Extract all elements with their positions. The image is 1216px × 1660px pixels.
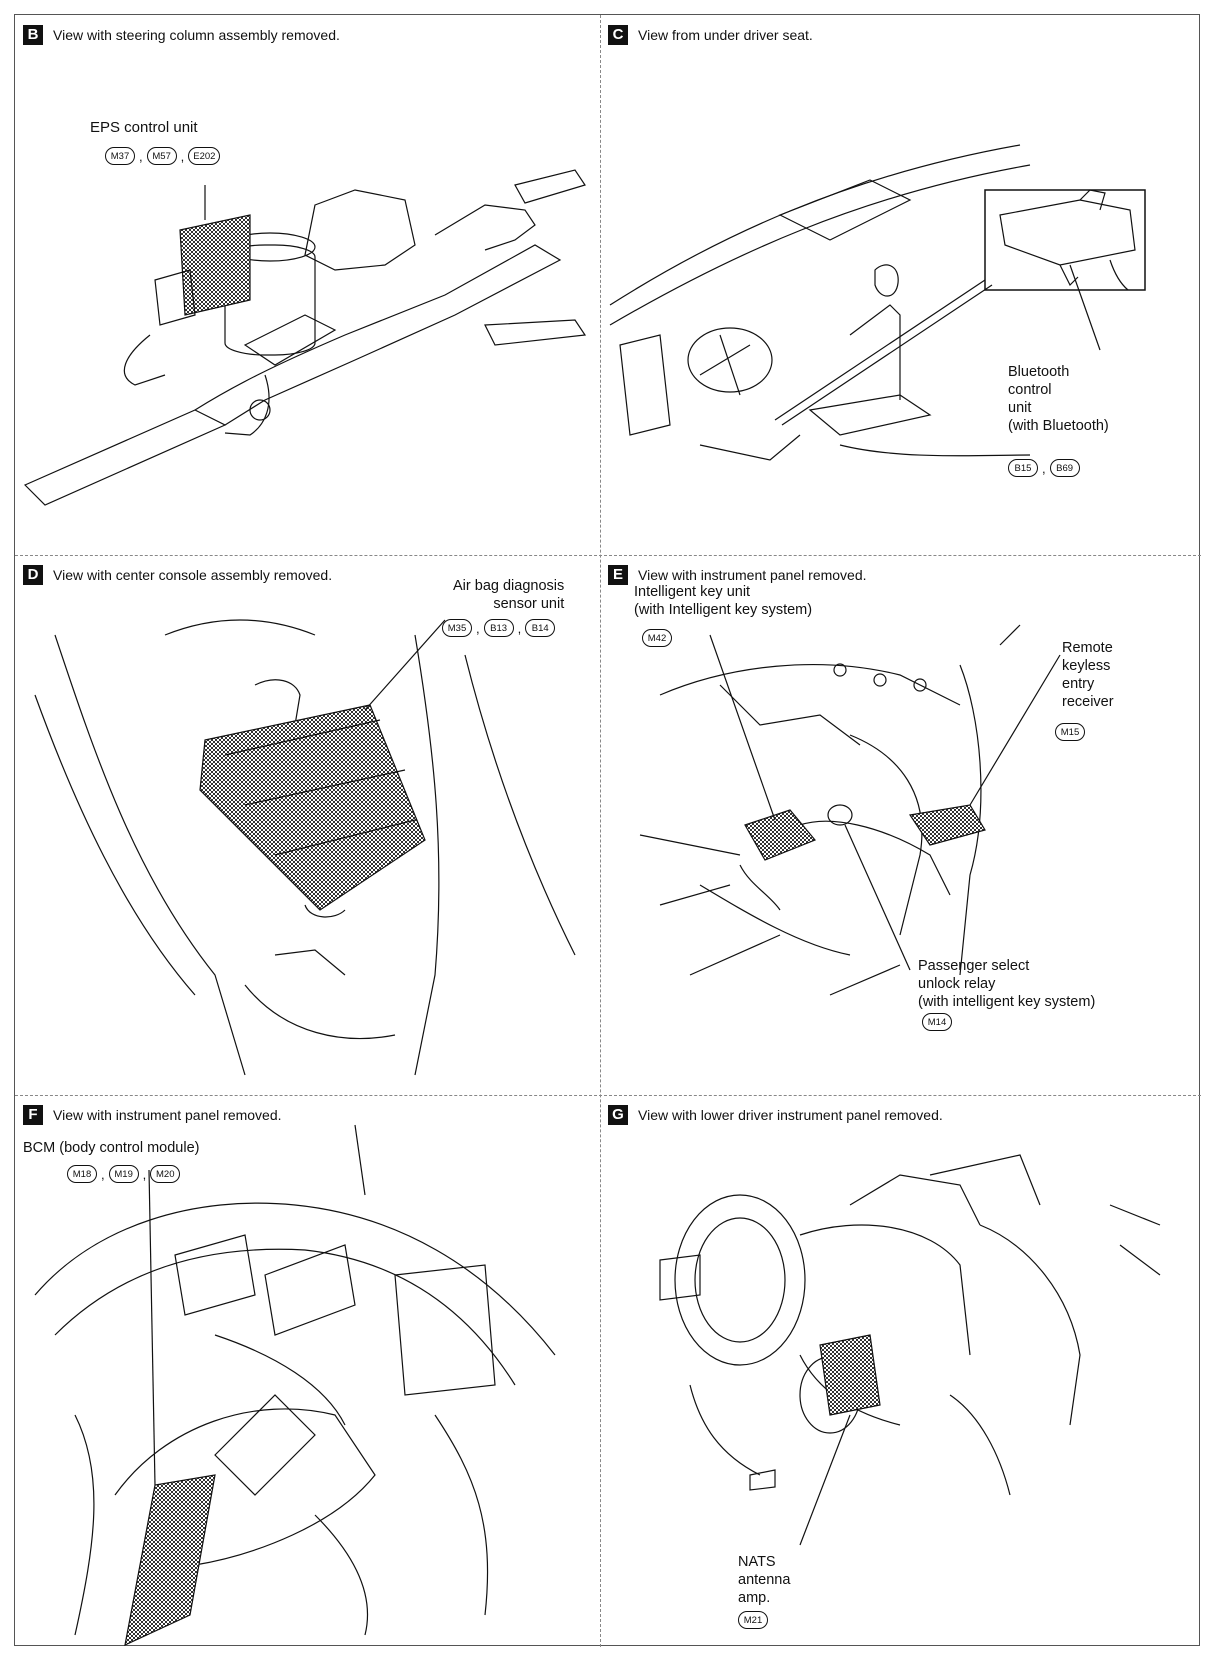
- panel-f: F View with instrument panel removed. BC…: [15, 1095, 600, 1647]
- connector-badge: B15: [1008, 459, 1038, 477]
- column-separator: [600, 15, 601, 1647]
- panel-d-title: View with center console assembly remove…: [53, 567, 333, 583]
- panel-e-header: E View with instrument panel removed.: [608, 565, 867, 585]
- center-console-illustration: [15, 555, 600, 1095]
- panel-e-letter: E: [608, 565, 628, 585]
- panel-g-connectors: M21: [738, 1611, 768, 1629]
- airbag-leader-line: [365, 620, 445, 710]
- panel-b-connectors: M37, M57, E202: [105, 147, 221, 165]
- remote-keyless-leader-line: [970, 655, 1060, 805]
- airbag-sensor-unit-label: Air bag diagnosis sensor unit: [453, 578, 565, 612]
- panel-b-letter: B: [23, 25, 43, 45]
- connector-badge: M57: [146, 147, 177, 165]
- diagram-sheet: B View with steering column assembly rem…: [14, 14, 1201, 1647]
- panel-b-title: View with steering column assembly remov…: [53, 27, 340, 43]
- connector-badge: B13: [483, 619, 514, 637]
- eps-control-unit-label: EPS control unit: [90, 119, 198, 136]
- panel-f-connectors: M18, M19, M20: [67, 1165, 181, 1183]
- nats-antenna-illustration: [600, 1095, 1201, 1647]
- panel-f-header: F View with instrument panel removed.: [23, 1105, 282, 1125]
- panel-e-connectors-3: M14: [922, 1013, 952, 1031]
- connector-badge: M42: [642, 629, 672, 647]
- steering-column-illustration: [15, 15, 600, 555]
- panel-g-header: G View with lower driver instrument pane…: [608, 1105, 943, 1125]
- bluetooth-leader-line: [1070, 265, 1100, 350]
- panel-c-letter: C: [608, 25, 628, 45]
- connector-badge: M37: [105, 147, 135, 165]
- panel-c: C View from under driver seat. Bluetooth…: [600, 15, 1201, 555]
- connector-badge: B69: [1049, 459, 1080, 477]
- connector-badge: M15: [1055, 723, 1085, 741]
- connector-badge: M14: [922, 1013, 952, 1031]
- connector-badge: M18: [67, 1165, 97, 1183]
- panel-b-header: B View with steering column assembly rem…: [23, 25, 340, 45]
- intelligent-key-leader-line: [710, 635, 775, 820]
- connector-badge: M19: [108, 1165, 139, 1183]
- bcm-leader-line: [149, 1170, 155, 1485]
- panel-e-title: View with instrument panel removed.: [638, 567, 867, 583]
- passenger-relay-leader-line: [845, 825, 910, 970]
- panel-d-letter: D: [23, 565, 43, 585]
- connector-badge: B14: [525, 619, 556, 637]
- row-separator-2: [15, 1095, 1201, 1096]
- instrument-panel-illustration-e: [600, 555, 1201, 1095]
- row-separator-1: [15, 555, 1201, 556]
- nats-antenna-amp-label: NATS antenna amp.: [738, 1554, 791, 1606]
- panel-d-connectors: M35, B13, B14: [442, 619, 556, 637]
- bcm-label: BCM (body control module): [23, 1140, 200, 1156]
- connector-badge: M35: [442, 619, 472, 637]
- panel-f-title: View with instrument panel removed.: [53, 1107, 282, 1123]
- bcm-illustration: [15, 1095, 600, 1647]
- panel-g: G View with lower driver instrument pane…: [600, 1095, 1201, 1647]
- panel-e-connectors-2: M15: [1055, 723, 1085, 741]
- panel-e: E View with instrument panel removed. In…: [600, 555, 1201, 1095]
- connector-badge: M20: [150, 1165, 181, 1183]
- connector-badge: E202: [188, 147, 221, 165]
- panel-d-header: D View with center console assembly remo…: [23, 565, 332, 585]
- driver-seat-illustration: [600, 15, 1201, 555]
- bluetooth-control-unit-label: Bluetooth control unit (with Bluetooth): [1008, 364, 1109, 434]
- passenger-select-unlock-relay-label: Passenger select unlock relay (with inte…: [918, 958, 1096, 1010]
- panel-c-connectors: B15, B69: [1008, 459, 1080, 477]
- panel-e-connectors-1: M42: [642, 629, 672, 647]
- panel-c-title: View from under driver seat.: [638, 27, 813, 43]
- panel-g-title: View with lower driver instrument panel …: [638, 1107, 943, 1123]
- panel-d: D View with center console assembly remo…: [15, 555, 600, 1095]
- panel-g-letter: G: [608, 1105, 628, 1125]
- connector-badge: M21: [738, 1611, 768, 1629]
- panel-f-letter: F: [23, 1105, 43, 1125]
- nats-leader-line: [800, 1415, 850, 1545]
- panel-b: B View with steering column assembly rem…: [15, 15, 600, 555]
- panel-c-header: C View from under driver seat.: [608, 25, 813, 45]
- remote-keyless-entry-receiver-label: Remote keyless entry receiver: [1062, 640, 1114, 710]
- intelligent-key-unit-label: Intelligent key unit (with Intelligent k…: [634, 584, 813, 618]
